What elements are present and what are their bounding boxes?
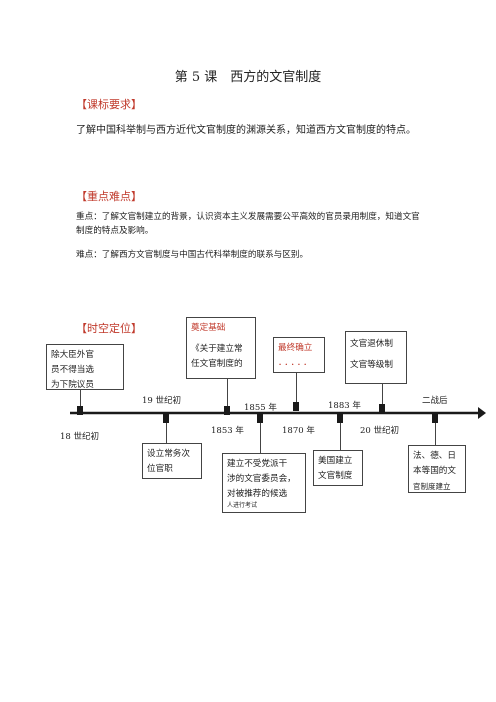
axis-label-18c: 18 世纪初 xyxy=(60,432,100,442)
timeline-marker-1855 xyxy=(257,414,263,423)
timeline-marker-postwar xyxy=(432,414,438,423)
axis-label-1855: 1855 年 xyxy=(244,403,277,413)
timeline-marker-19c xyxy=(163,414,169,423)
connector-1883 xyxy=(340,423,341,450)
axis-label-1870: 1870 年 xyxy=(282,426,315,436)
timeline-marker-20c xyxy=(379,404,385,413)
event-18c-line2: 员不得当选 xyxy=(51,365,94,375)
event-box-20c: 文官退休制 文官等级制 xyxy=(345,331,407,384)
timeline-heading: 【时空定位】 xyxy=(76,322,142,335)
timeline-marker-18c xyxy=(77,406,83,415)
event-box-1853: 奠定基础 《关于建立常 任文官制度的 xyxy=(186,317,256,379)
keypoints-key-line1: 重点：了解文官制建立的背景，认识资本主义发展需要公平高效的官员录用制度，知道文官 xyxy=(76,212,420,222)
event-box-postwar: 法、德、日 本等国的文 官制度建立 xyxy=(408,445,466,493)
keypoints-heading: 【重点难点】 xyxy=(76,190,142,203)
curriculum-heading: 【课标要求】 xyxy=(76,98,142,111)
event-18c-line1: 除大臣外官 xyxy=(51,350,94,360)
event-1855-line4: 人进行考试 xyxy=(227,502,258,509)
connector-1870 xyxy=(296,372,297,402)
curriculum-text: 了解中国科举制与西方近代文官制度的渊源关系，知道西方文官制度的特点。 xyxy=(76,125,416,136)
event-box-18c: 除大臣外官 员不得当选 为下院议员 xyxy=(46,344,124,390)
event-1855-line1: 建立不受党派干 xyxy=(227,459,288,469)
connector-18c xyxy=(80,389,81,406)
timeline-marker-1883 xyxy=(337,414,343,423)
event-1883-line1: 美国建立 xyxy=(318,456,353,466)
lesson-title: 第 5 课 西方的文官制度 xyxy=(174,70,322,85)
timeline-marker-1853 xyxy=(224,406,230,415)
event-1853-head: 奠定基础 xyxy=(191,323,226,333)
event-1855-line2: 涉的文官委员会， xyxy=(227,474,296,484)
axis-label-19c: 19 世纪初 xyxy=(142,396,182,406)
event-20c-line2: 文官等级制 xyxy=(350,360,393,370)
event-postwar-line3: 官制度建立 xyxy=(413,482,451,491)
event-1855-line3: 对被推荐的候选 xyxy=(227,489,288,499)
event-20c-line1: 文官退休制 xyxy=(350,339,393,349)
event-box-1855: 建立不受党派干 涉的文官委员会， 对被推荐的候选 人进行考试 xyxy=(222,453,306,513)
event-postwar-line1: 法、德、日 xyxy=(413,451,456,461)
connector-1855 xyxy=(260,423,261,453)
event-1883-line2: 文官制度 xyxy=(318,471,353,481)
event-19c-line1: 设立常务次 xyxy=(147,449,190,459)
event-18c-line3: 为下院议员 xyxy=(51,380,94,390)
axis-label-1853: 1853 年 xyxy=(211,426,244,436)
connector-20c xyxy=(382,383,383,404)
timeline-arrowhead xyxy=(478,407,486,419)
keypoints-key-line2: 制度的特点及影响。 xyxy=(76,226,154,236)
event-1870-head: 最终确立 xyxy=(278,343,313,353)
event-1870-dots: ．．．．． xyxy=(278,358,314,368)
event-postwar-line2: 本等国的文 xyxy=(413,466,456,476)
event-box-19c: 设立常务次 位官职 xyxy=(142,443,202,479)
timeline-marker-1870 xyxy=(293,402,299,411)
event-1853-line2: 任文官制度的 xyxy=(191,359,243,369)
connector-postwar xyxy=(435,423,436,445)
event-box-1883: 美国建立 文官制度 xyxy=(313,450,363,486)
connector-1853 xyxy=(227,378,228,406)
keypoints-difficult: 难点：了解西方文官制度与中国古代科举制度的联系与区别。 xyxy=(76,250,309,260)
event-19c-line2: 位官职 xyxy=(147,464,173,474)
event-1853-line1: 《关于建立常 xyxy=(191,344,243,354)
axis-label-1883: 1883 年 xyxy=(328,401,361,411)
event-box-1870: 最终确立 ．．．．． xyxy=(273,337,325,373)
connector-19c xyxy=(166,423,167,443)
axis-label-postwar: 二战后 xyxy=(422,396,448,406)
axis-label-20c: 20 世纪初 xyxy=(360,426,400,436)
